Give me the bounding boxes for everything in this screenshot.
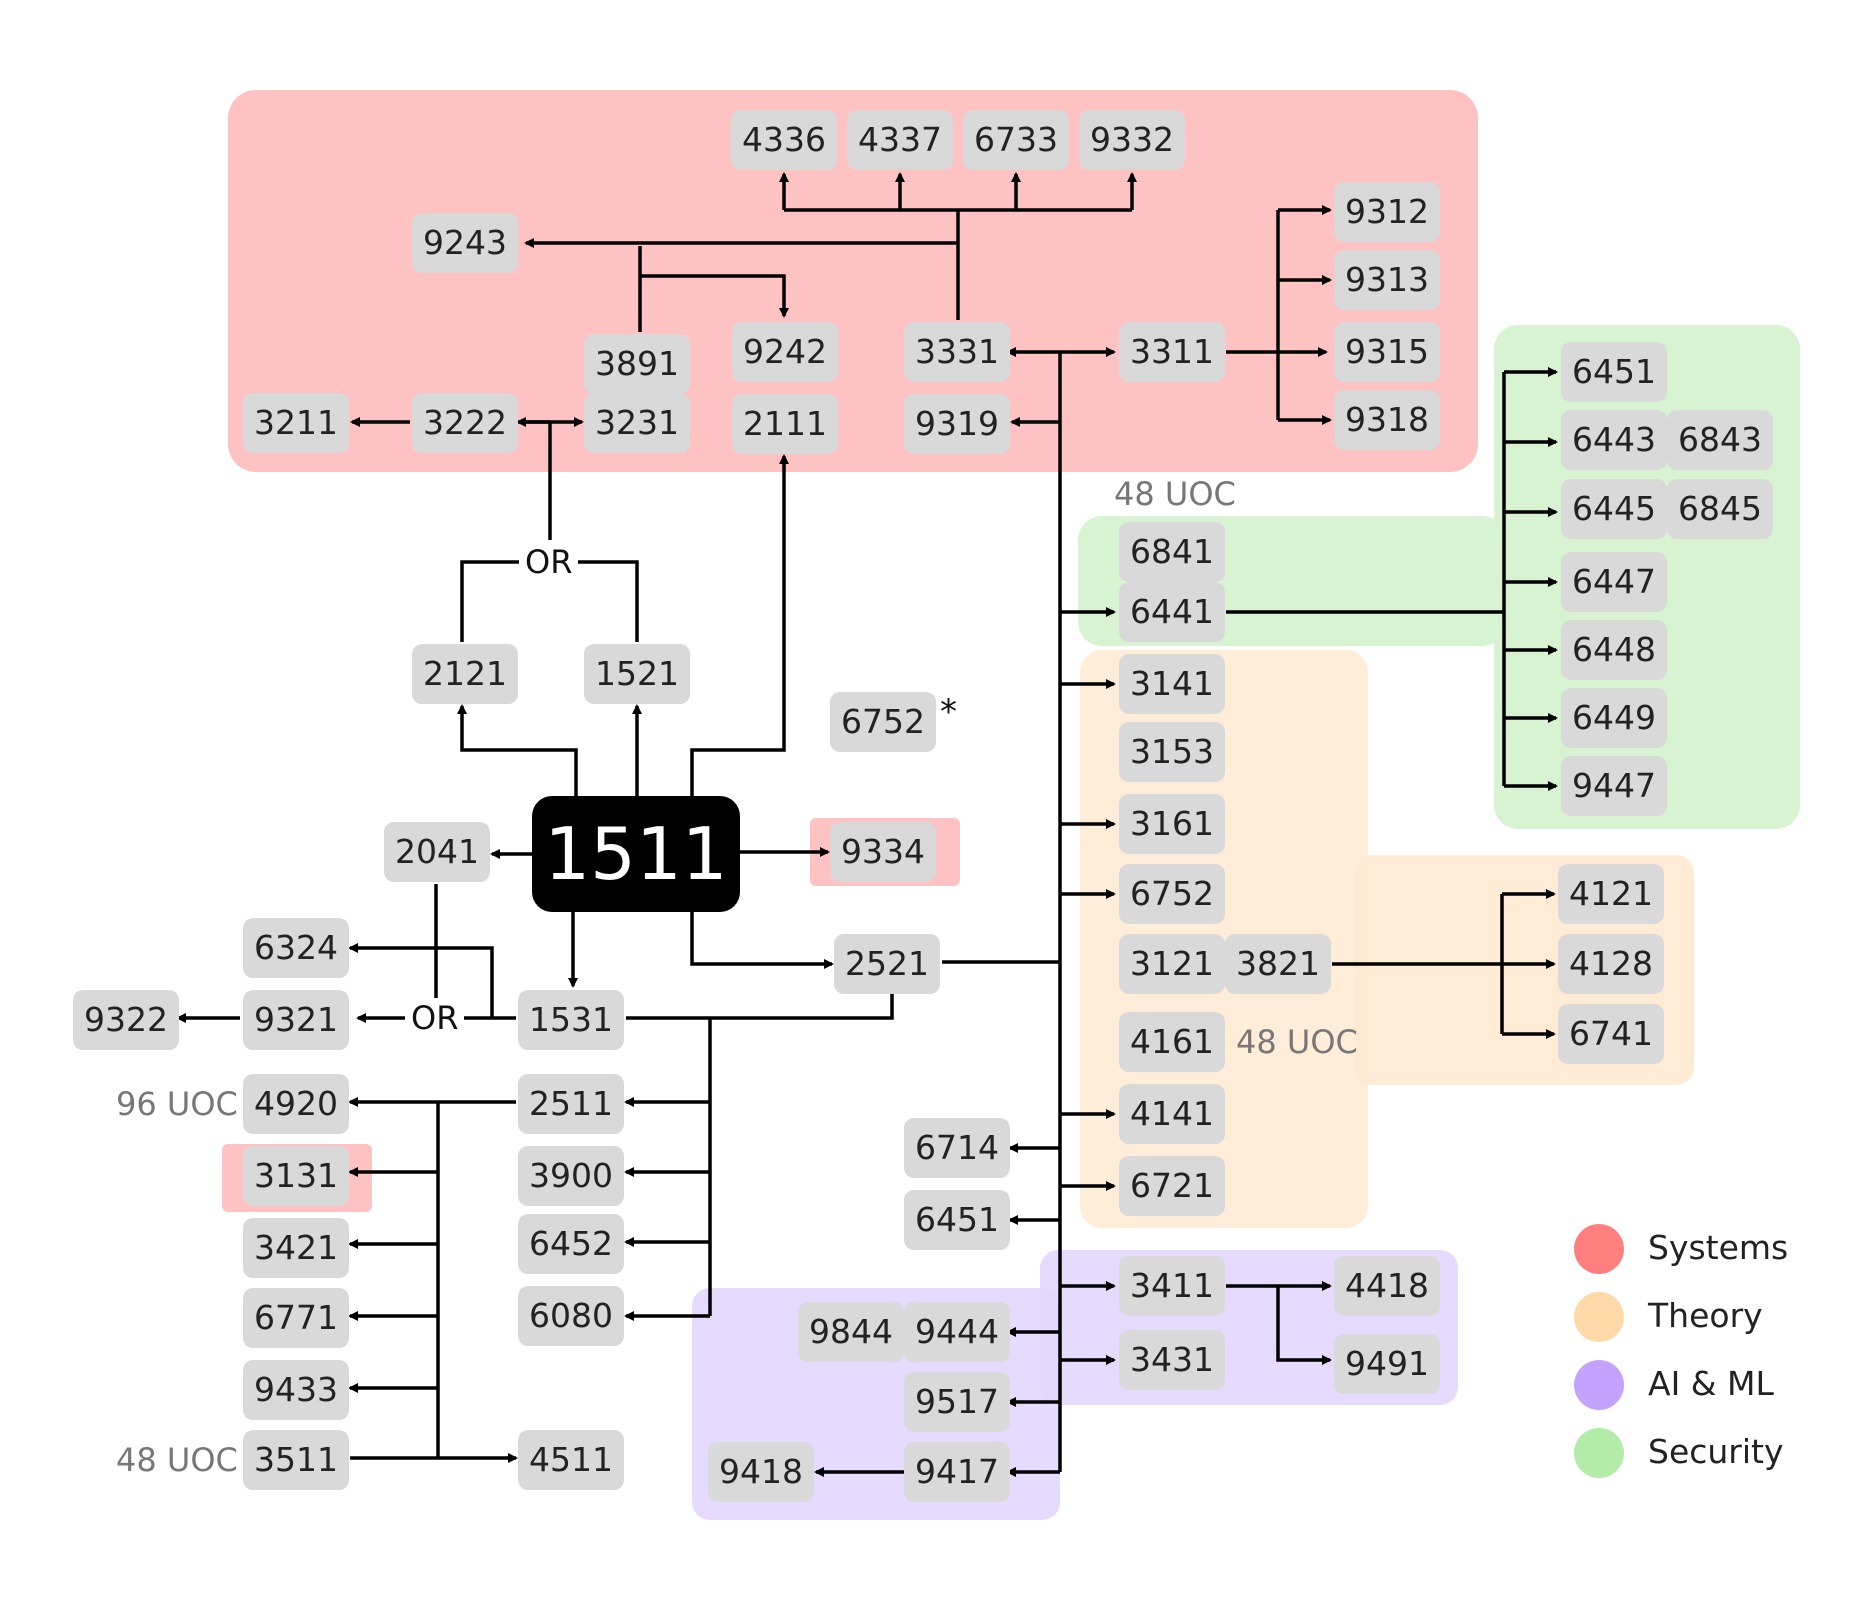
course-9418[interactable]: 9418 [708,1442,814,1502]
course-3131[interactable]: 3131 [243,1146,349,1206]
legend-swatch-theory [1574,1292,1624,1342]
course-9444[interactable]: 9444 [904,1302,1010,1362]
course-6080[interactable]: 6080 [518,1286,624,1346]
course-3311[interactable]: 3311 [1119,322,1225,382]
course-9319[interactable]: 9319 [904,394,1010,454]
course-6449[interactable]: 6449 [1561,688,1667,748]
uoc-label-48-security: 48 UOC [1114,475,1236,513]
course-6447[interactable]: 6447 [1561,552,1667,612]
course-6752-starred[interactable]: 6752 [830,692,936,752]
course-2121[interactable]: 2121 [412,644,518,704]
course-6443[interactable]: 6443 [1561,410,1667,470]
course-2521[interactable]: 2521 [834,934,940,994]
uoc-label-48-theory: 48 UOC [1236,1023,1358,1061]
course-9447[interactable]: 9447 [1561,756,1667,816]
course-6845[interactable]: 6845 [1667,479,1773,539]
uoc-label-48-bottom: 48 UOC [116,1441,238,1479]
course-4337[interactable]: 4337 [847,110,953,170]
legend-swatch-security [1574,1428,1624,1478]
course-6741[interactable]: 6741 [1558,1004,1664,1064]
course-6324[interactable]: 6324 [243,918,349,978]
course-6452[interactable]: 6452 [518,1214,624,1274]
course-9517[interactable]: 9517 [904,1372,1010,1432]
course-3891[interactable]: 3891 [584,334,690,394]
course-9417[interactable]: 9417 [904,1442,1010,1502]
course-9332[interactable]: 9332 [1079,110,1185,170]
course-4128[interactable]: 4128 [1558,934,1664,994]
course-9433[interactable]: 9433 [243,1360,349,1420]
asterisk-note: * [940,692,957,732]
course-6843[interactable]: 6843 [1667,410,1773,470]
course-3821[interactable]: 3821 [1225,934,1331,994]
course-9242[interactable]: 9242 [732,322,838,382]
course-9312[interactable]: 9312 [1334,182,1440,242]
course-4161[interactable]: 4161 [1119,1012,1225,1072]
or-connector-top: OR [519,542,579,582]
legend-swatch-systems [1574,1224,1624,1274]
course-2041[interactable]: 2041 [384,822,490,882]
course-4121[interactable]: 4121 [1558,864,1664,924]
course-6714[interactable]: 6714 [904,1118,1010,1178]
course-3431[interactable]: 3431 [1119,1330,1225,1390]
course-2511[interactable]: 2511 [518,1074,624,1134]
course-1531[interactable]: 1531 [518,990,624,1050]
course-3141[interactable]: 3141 [1119,654,1225,714]
course-3900[interactable]: 3900 [518,1146,624,1206]
course-3211[interactable]: 3211 [243,393,349,453]
course-3222[interactable]: 3222 [412,393,518,453]
course-3231[interactable]: 3231 [584,393,690,453]
course-3161[interactable]: 3161 [1119,794,1225,854]
course-6451[interactable]: 6451 [904,1190,1010,1250]
course-4336[interactable]: 4336 [731,110,837,170]
course-9318[interactable]: 9318 [1334,390,1440,450]
course-3331[interactable]: 3331 [904,322,1010,382]
course-9491[interactable]: 9491 [1334,1334,1440,1394]
course-6771[interactable]: 6771 [243,1288,349,1348]
legend-label-systems: Systems [1648,1228,1789,1267]
course-3121[interactable]: 3121 [1119,934,1225,994]
course-6448[interactable]: 6448 [1561,620,1667,680]
legend-swatch-ai-ml [1574,1360,1624,1410]
course-6441[interactable]: 6441 [1119,582,1225,642]
course-4418[interactable]: 4418 [1334,1256,1440,1316]
legend-label-ai-ml: AI & ML [1648,1364,1774,1403]
course-1521[interactable]: 1521 [584,644,690,704]
course-6841[interactable]: 6841 [1119,522,1225,582]
course-2111[interactable]: 2111 [732,394,838,454]
course-9315[interactable]: 9315 [1334,322,1440,382]
course-6451-security[interactable]: 6451 [1561,342,1667,402]
course-9321[interactable]: 9321 [243,990,349,1050]
course-3411[interactable]: 3411 [1119,1256,1225,1316]
course-9334[interactable]: 9334 [830,822,936,882]
course-3511[interactable]: 3511 [243,1430,349,1490]
course-6721[interactable]: 6721 [1119,1156,1225,1216]
uoc-label-96: 96 UOC [116,1085,238,1123]
course-9322[interactable]: 9322 [73,990,179,1050]
legend-label-security: Security [1648,1432,1784,1471]
course-1511-root[interactable]: 1511 [532,796,740,912]
course-9313[interactable]: 9313 [1334,250,1440,310]
course-9243[interactable]: 9243 [412,213,518,273]
course-6445[interactable]: 6445 [1561,479,1667,539]
course-4511[interactable]: 4511 [518,1430,624,1490]
course-3421[interactable]: 3421 [243,1218,349,1278]
course-3153[interactable]: 3153 [1119,722,1225,782]
legend-label-theory: Theory [1648,1296,1763,1335]
or-connector-left: OR [405,998,465,1038]
course-6752[interactable]: 6752 [1119,864,1225,924]
course-6733[interactable]: 6733 [963,110,1069,170]
course-9844[interactable]: 9844 [798,1302,904,1362]
course-4920[interactable]: 4920 [243,1074,349,1134]
course-4141[interactable]: 4141 [1119,1084,1225,1144]
